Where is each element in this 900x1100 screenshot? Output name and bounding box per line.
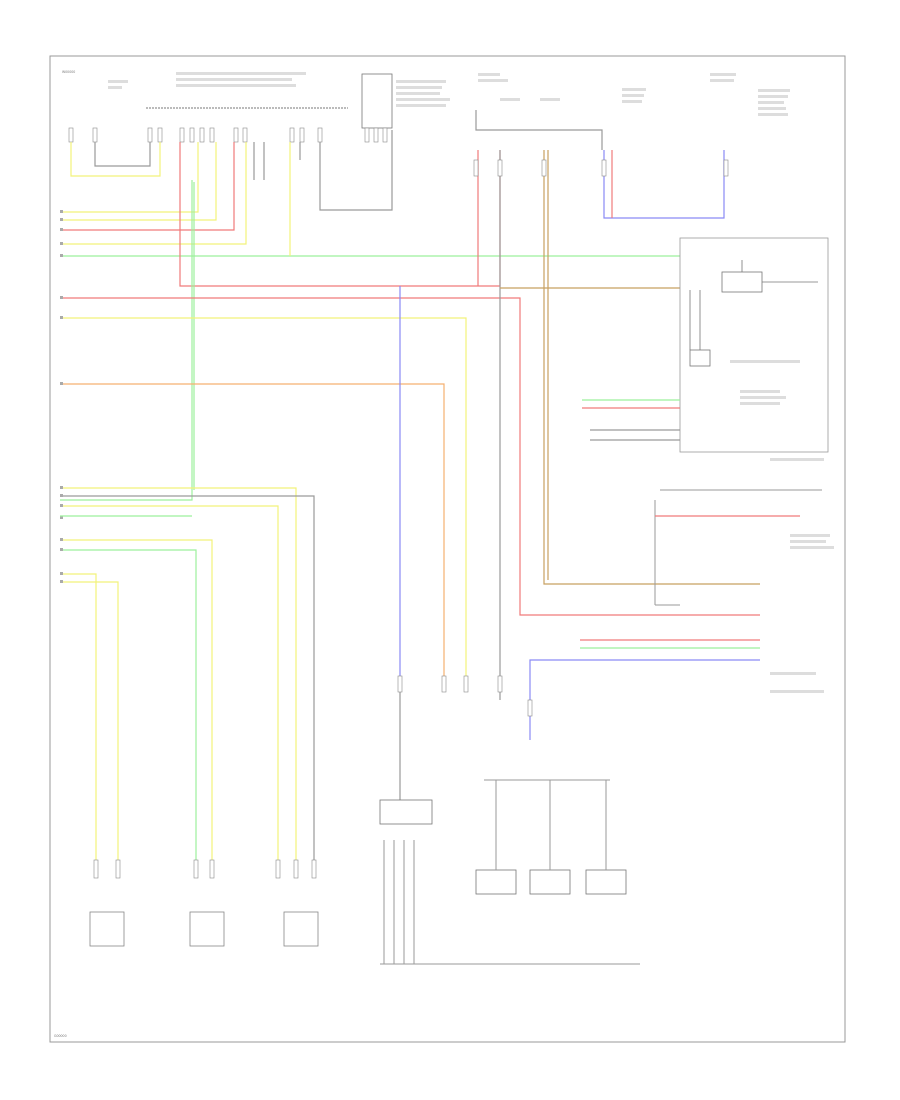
left-row-markers xyxy=(60,210,63,583)
top-left-connectors xyxy=(68,127,388,143)
lower-right-switch xyxy=(580,489,834,693)
top-left-wiring xyxy=(60,130,760,860)
center-wiring xyxy=(399,110,760,800)
bottom-devices xyxy=(89,779,640,965)
top-left-header xyxy=(108,72,348,109)
center-connectors xyxy=(397,159,729,717)
top-fuse-labels xyxy=(478,73,790,116)
diagram-frame xyxy=(49,55,846,1043)
upper-relay-box xyxy=(361,73,450,129)
frame-code: W00000 xyxy=(62,70,75,74)
grid-code: G00000 xyxy=(54,1034,67,1038)
right-control-module xyxy=(582,237,829,461)
bottom-connectors xyxy=(93,859,317,879)
